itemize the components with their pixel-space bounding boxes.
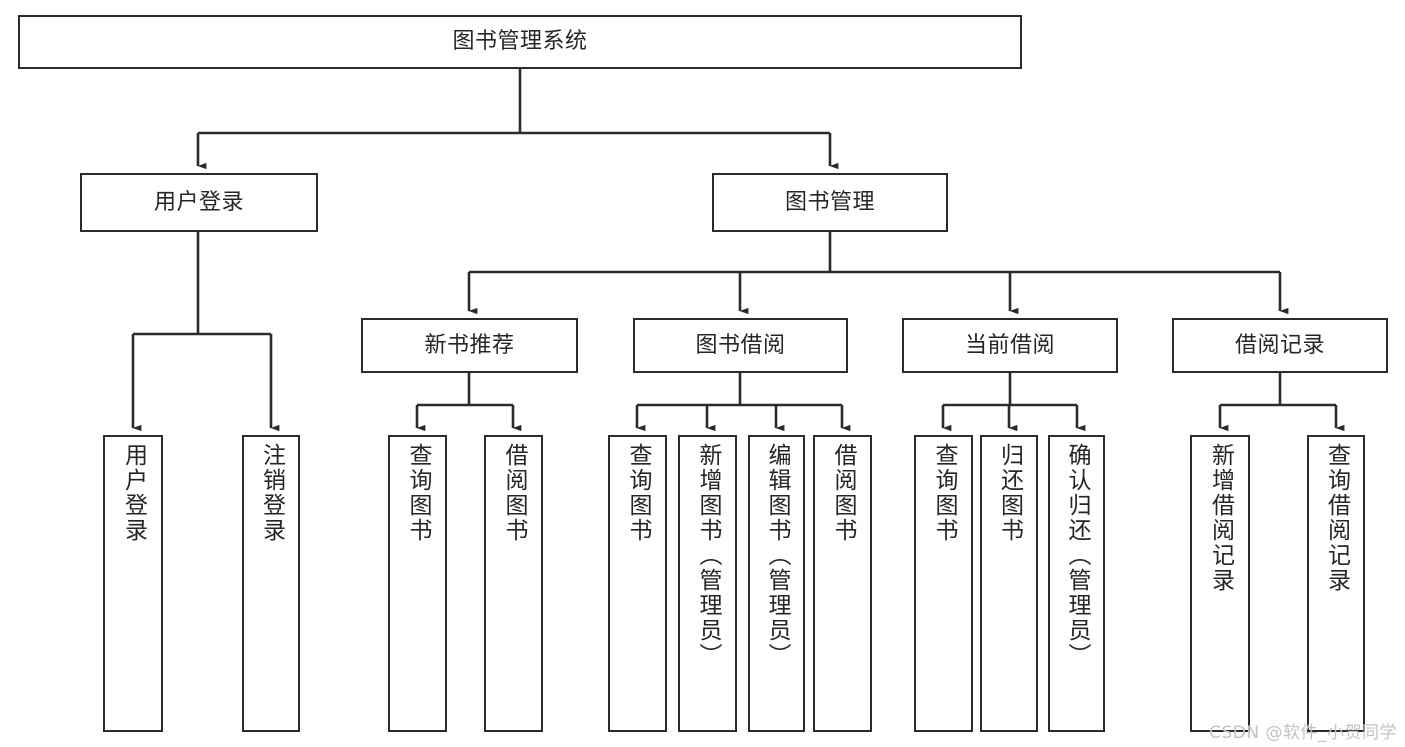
node-leaf-query-book-cur-label: 查询图书: [931, 443, 957, 543]
node-borrow-record[interactable]: 借阅记录: [1172, 318, 1388, 373]
node-root[interactable]: 图书管理系统: [18, 15, 1022, 69]
connector-current-borrow-bus: [943, 373, 1077, 407]
node-leaf-borrow-book-label: 借阅图书: [830, 443, 856, 543]
csdn-watermark: CSDN @软件_小贺同学: [1209, 723, 1397, 743]
node-leaf-add-book[interactable]: 新增图书（管理员）: [678, 435, 737, 732]
node-leaf-borrow-book-rec-label: 借阅图书: [501, 443, 527, 543]
node-new-book-rec[interactable]: 新书推荐: [361, 318, 578, 373]
node-new-book-rec-label: 新书推荐: [424, 332, 515, 358]
node-leaf-borrow-book[interactable]: 借阅图书: [813, 435, 872, 732]
node-user-login-label: 用户登录: [153, 189, 244, 215]
node-book-borrow[interactable]: 图书借阅: [633, 318, 848, 373]
node-leaf-query-record[interactable]: 查询借阅记录: [1307, 435, 1365, 732]
node-leaf-logout[interactable]: 注销登录: [242, 435, 300, 732]
node-leaf-edit-book[interactable]: 编辑图书（管理员）: [748, 435, 805, 732]
connector-book-manage-bus: [469, 232, 1280, 274]
node-current-borrow[interactable]: 当前借阅: [902, 318, 1118, 373]
node-leaf-add-book-label: 新增图书（管理员）: [695, 443, 721, 668]
node-leaf-user-login[interactable]: 用户登录: [103, 435, 163, 732]
node-leaf-query-book-borrow[interactable]: 查询图书: [608, 435, 667, 732]
node-leaf-add-record-label: 新增借阅记录: [1207, 443, 1234, 593]
node-leaf-user-login-label: 用户登录: [120, 443, 147, 543]
node-borrow-record-label: 借阅记录: [1234, 332, 1325, 358]
node-leaf-borrow-book-rec[interactable]: 借阅图书: [484, 435, 543, 732]
connector-book-borrow-bus: [637, 373, 842, 407]
node-book-manage-label: 图书管理: [784, 189, 875, 215]
connector-borrow-record-bus: [1220, 373, 1336, 407]
node-book-borrow-label: 图书借阅: [695, 332, 786, 358]
connector-new-book-rec-bus: [417, 373, 513, 407]
node-root-label: 图书管理系统: [452, 29, 588, 55]
node-book-manage[interactable]: 图书管理: [712, 173, 948, 232]
node-leaf-logout-label: 注销登录: [258, 443, 285, 543]
node-leaf-confirm-return[interactable]: 确认归还（管理员）: [1048, 435, 1105, 732]
node-leaf-query-book-rec-label: 查询图书: [405, 443, 431, 543]
node-leaf-add-record[interactable]: 新增借阅记录: [1190, 435, 1250, 732]
node-leaf-query-record-label: 查询借阅记录: [1323, 443, 1350, 593]
node-leaf-query-book-cur[interactable]: 查询图书: [914, 435, 973, 732]
node-leaf-confirm-return-label: 确认归还（管理员）: [1064, 443, 1090, 668]
connector-root-bus: [198, 69, 830, 135]
node-leaf-return-book-label: 归还图书: [996, 443, 1023, 543]
node-leaf-edit-book-label: 编辑图书（管理员）: [764, 443, 790, 668]
node-leaf-query-book-rec[interactable]: 查询图书: [388, 435, 447, 732]
connector-user-login-bus: [133, 232, 271, 336]
node-leaf-return-book[interactable]: 归还图书: [980, 435, 1038, 732]
node-leaf-query-book-borrow-label: 查询图书: [625, 443, 651, 543]
node-current-borrow-label: 当前借阅: [964, 332, 1055, 358]
node-user-login[interactable]: 用户登录: [80, 173, 318, 232]
